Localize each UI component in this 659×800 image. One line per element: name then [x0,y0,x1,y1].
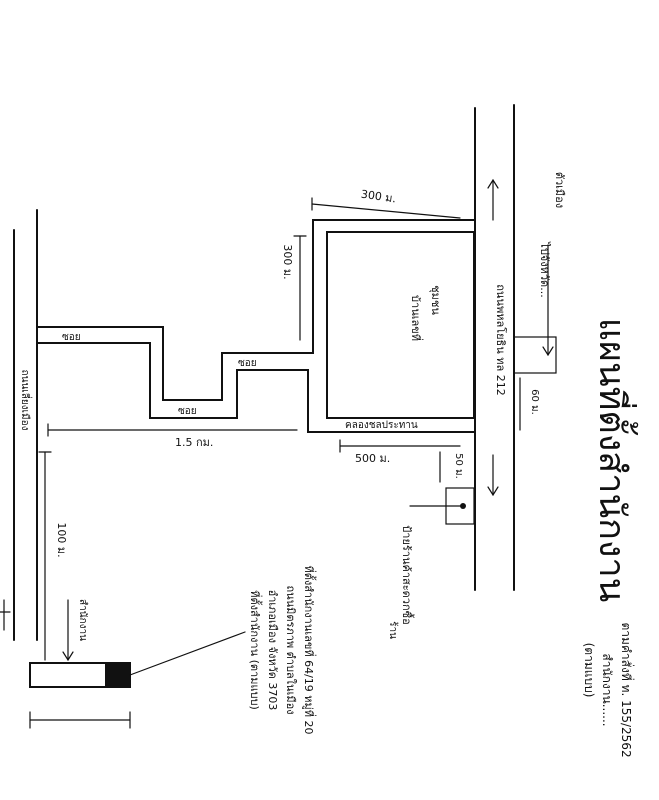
city-callout [513,244,557,374]
title-text: แผนที่ตั้งสำนักงาน [591,318,639,603]
svg-text:สำนักงาน......: สำนักงาน...... [600,653,614,726]
soi-label-1: ซอย [62,332,81,343]
soi-label-3: ซอย [178,406,197,417]
road-marks [0,599,11,631]
landmark-box [409,487,475,525]
svg-text:300 ม.: 300 ม. [360,188,397,206]
svg-text:อำเภอเมือง จังหวัด 3703: อำเภอเมือง จังหวัด 3703 [266,590,279,711]
svg-text:ตัวเมือง: ตัวเมือง [553,172,566,208]
svg-text:ตามคำสั่งที่ ท. 155/2562: ตามคำสั่งที่ ท. 155/2562 [619,622,635,757]
dist-1500: 1.5 กม. [175,436,213,449]
road-main-label: ถนนพหลโยธิน ทล 212 [494,284,508,396]
canal-label: คลองชลประทาน [345,420,418,431]
note-line-2: ถนนมิตรภาพ ตำบลในเมือง [284,585,297,714]
subtitle-text: ตามคำสั่งที่ ท. 155/2562 [619,622,635,757]
svg-text:50 ม.: 50 ม. [453,453,464,479]
svg-text:100 ม.: 100 ม. [55,522,68,557]
dimension-lines [38,197,521,662]
direction-top-label: ตัวเมือง [553,172,566,208]
svg-text:ที่ตั้งสำนักงานเลขที่ 64/19 หม: ที่ตั้งสำนักงานเลขที่ 64/19 หมู่ที่ 20 [302,565,317,734]
svg-text:(ตามแบบ): (ตามแบบ) [582,643,596,698]
svg-text:ถนนพหลโยธิน ทล 212: ถนนพหลโยธิน ทล 212 [494,284,508,396]
svg-text:สำนักงาน: สำนักงาน [77,599,88,641]
dist-60: 60 ม. [529,389,540,415]
svg-text:บ้านเลขที่: บ้านเลขที่ [409,295,424,341]
subtitle-text-2: สำนักงาน...... [600,653,614,726]
site-block [326,231,475,419]
note-line-4: ที่ตั้งสำนักงาน (ตามแบบ) [248,590,263,710]
site-label: บ้านเลขที่ [409,295,424,341]
svg-text:ที่ตั้งสำนักงาน (ตามแบบ): ที่ตั้งสำนักงาน (ตามแบบ) [248,590,263,710]
svg-text:ร้าน: ร้าน [387,621,399,639]
label-left: สำนักงาน [77,599,88,641]
dist-500: 500 ม. [355,452,390,465]
note-line-3: อำเภอเมือง จังหวัด 3703 [266,590,279,711]
site-sub: ชุมชน [429,285,442,315]
subtitle-text-3: (ตามแบบ) [582,643,596,698]
road-left-label: ถนนเลี่ยงเมือง [19,370,33,431]
svg-text:ป้ายร้านค้าสะดวกซื้อ: ป้ายร้านค้าสะดวกซื้อ [400,525,415,624]
svg-text:ถนนเลี่ยงเมือง: ถนนเลี่ยงเมือง [19,370,33,431]
dist-50: 50 ม. [453,453,464,479]
connecting-soi [36,219,476,433]
soi-label-2: ซอย [238,358,257,369]
svg-text:60 ม.: 60 ม. [529,389,540,415]
svg-text:แผนที่ตั้งสำนักงาน: แผนที่ตั้งสำนักงาน [591,318,639,603]
dist-100: 100 ม. [55,522,68,557]
dist-300-side: 300 ม. [281,244,294,279]
svg-text:ชุมชน: ชุมชน [429,285,442,315]
note-line-1: ที่ตั้งสำนักงานเลขที่ 64/19 หมู่ที่ 20 [302,565,317,734]
left-road [13,209,38,641]
highway-arrows [487,178,499,497]
to-city-label: ไปจังหวัด... [538,241,551,297]
svg-text:ไปจังหวัด...: ไปจังหวัด... [538,241,551,297]
office-marker [29,631,246,729]
svg-text:300 ม.: 300 ม. [281,244,294,279]
landmark-label: ป้ายร้านค้าสะดวกซื้อ [400,525,415,624]
svg-text:ถนนมิตรภาพ ตำบลในเมือง: ถนนมิตรภาพ ตำบลในเมือง [284,585,297,714]
landmark-sub: ร้าน [387,621,399,639]
dist-300-top: 300 ม. [360,188,397,206]
